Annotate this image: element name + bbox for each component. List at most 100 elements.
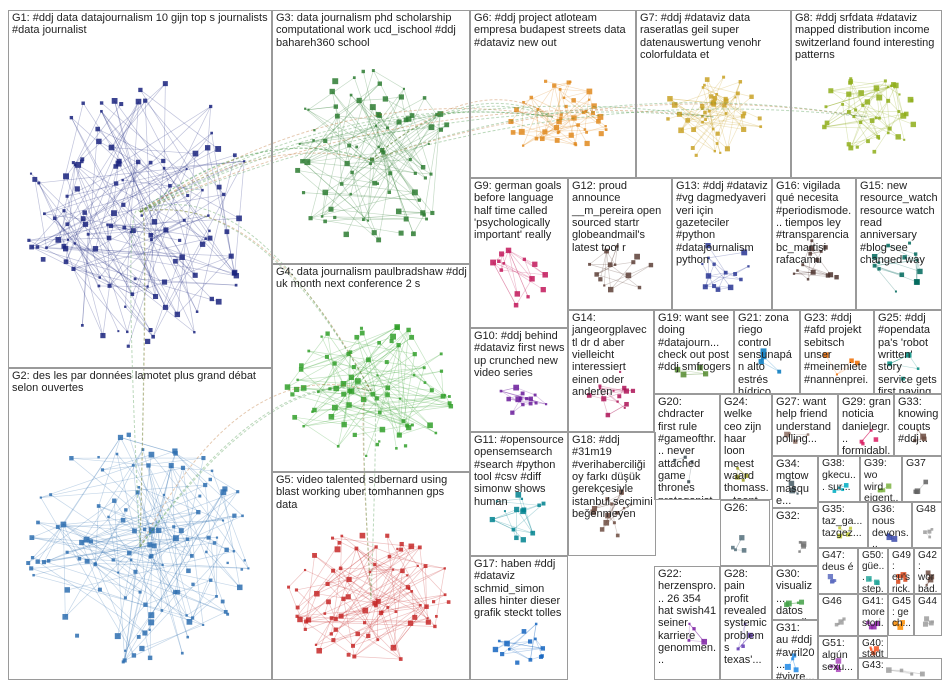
edge-g7 <box>737 93 752 98</box>
edge-g3 <box>302 125 377 162</box>
node-g4 <box>298 367 304 372</box>
edge-g14 <box>599 388 625 409</box>
edge-g3 <box>362 71 383 151</box>
node-g11 <box>495 500 499 503</box>
node-g4 <box>412 352 417 357</box>
node-g3 <box>332 78 339 85</box>
node-g3 <box>405 116 412 122</box>
edge-g4 <box>292 394 408 426</box>
group-g10: G10: #ddj behind #dataviz first news up … <box>470 328 568 432</box>
node-g1 <box>151 334 155 339</box>
node-g2 <box>138 590 142 594</box>
node-g1 <box>130 292 135 297</box>
node-g5 <box>287 585 291 589</box>
node-g6 <box>571 98 576 103</box>
node-g1 <box>162 166 166 170</box>
node-g5 <box>340 534 344 538</box>
edge-g28 <box>737 623 746 649</box>
inter-group-edge <box>139 383 372 548</box>
edge-g2 <box>94 564 126 599</box>
edge-g3 <box>325 212 423 222</box>
edge-g5 <box>386 535 397 612</box>
edge-g2 <box>170 465 249 569</box>
edge-g5 <box>296 601 329 617</box>
node-g2 <box>131 653 137 658</box>
edge-g5 <box>356 548 402 660</box>
node-g18 <box>605 512 611 519</box>
node-g5 <box>329 616 334 620</box>
node-g27 <box>806 433 810 436</box>
group-g21: G21: zona riego control sensunapán alto … <box>734 310 800 394</box>
edge-g3 <box>351 118 409 173</box>
node-g2 <box>69 456 74 461</box>
edge-g3 <box>337 100 360 117</box>
node-g8 <box>869 118 875 123</box>
edge-g9 <box>501 250 509 271</box>
node-g2 <box>160 609 164 612</box>
node-g33 <box>912 438 917 443</box>
edge-g4 <box>400 398 451 407</box>
node-g1 <box>79 159 84 164</box>
node-g4 <box>292 414 298 420</box>
node-g6 <box>508 118 514 125</box>
node-g5 <box>385 533 390 538</box>
edge-g5 <box>318 617 332 651</box>
node-g13 <box>727 284 734 291</box>
node-g1 <box>207 235 213 241</box>
node-g2 <box>172 448 178 454</box>
node-g3 <box>437 111 444 117</box>
node-g18 <box>591 506 598 512</box>
node-g3 <box>301 191 306 195</box>
node-g8 <box>861 103 865 107</box>
edge-g5 <box>356 548 394 648</box>
edge-g3 <box>299 114 437 145</box>
node-g15 <box>914 279 920 285</box>
edge-g3 <box>350 94 416 174</box>
edge-g13 <box>725 272 742 280</box>
node-g1 <box>204 145 211 151</box>
edge-g1 <box>81 129 99 326</box>
edge-g15 <box>874 256 921 272</box>
node-g38 <box>841 488 845 492</box>
group-g43-label: G43: <box>862 660 884 671</box>
node-g51 <box>835 658 842 664</box>
edge-g1 <box>123 204 196 276</box>
edge-g1 <box>66 100 146 225</box>
edge-g1 <box>144 100 225 195</box>
edge-g1 <box>207 147 209 216</box>
edge-g4 <box>398 345 408 426</box>
group-g36-label: G36: nous devons... <box>872 503 909 548</box>
node-g1 <box>40 257 46 262</box>
node-g1 <box>99 101 104 105</box>
node-g7 <box>690 146 695 150</box>
edge-g4 <box>403 395 444 422</box>
edge-g2 <box>124 465 172 661</box>
edge-g3 <box>314 83 380 131</box>
node-g2 <box>88 539 94 544</box>
node-g18 <box>599 527 605 532</box>
edge-g11 <box>496 498 522 502</box>
edge-g5 <box>297 613 325 617</box>
node-g11 <box>520 508 526 515</box>
node-g10 <box>525 397 529 401</box>
edge-g5 <box>297 615 429 623</box>
node-g2 <box>115 452 119 456</box>
edge-g23 <box>825 354 838 375</box>
node-g4 <box>328 413 335 420</box>
edge-g1 <box>28 240 133 295</box>
edge-g8 <box>824 126 890 129</box>
edge-g6 <box>522 127 557 146</box>
node-g13 <box>712 284 717 289</box>
edge-g2 <box>138 487 177 539</box>
node-g3 <box>417 198 421 202</box>
node-g4 <box>406 424 412 431</box>
node-g15 <box>877 261 881 264</box>
edge-g1 <box>181 257 195 333</box>
edge-g5 <box>327 546 377 585</box>
node-g4 <box>376 374 379 377</box>
node-g8 <box>873 85 880 91</box>
edge-g4 <box>361 328 400 436</box>
node-g5 <box>434 614 438 618</box>
node-g2 <box>232 550 236 553</box>
